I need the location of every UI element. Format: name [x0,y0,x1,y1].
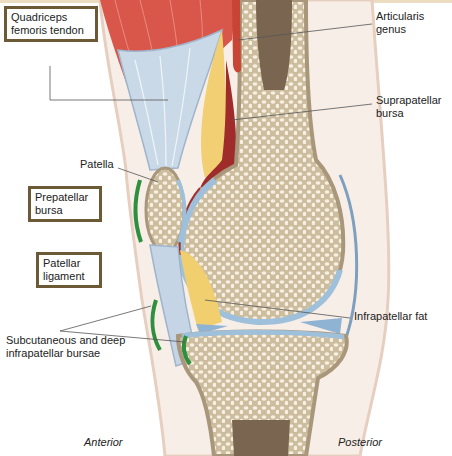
tibia-marrow [232,420,290,456]
patella-bone [146,168,184,252]
leader-line [205,300,350,318]
direction-label: Anterior [84,436,123,449]
leader-line [118,168,158,182]
leader-line [60,306,151,331]
tibia [178,332,347,456]
tibial-cartilage [182,332,344,337]
part-label: Subcutaneous and deep infrapatellar burs… [6,334,134,360]
leader-line [50,66,168,100]
leader-line [238,24,372,40]
label-box: Patellar ligament [36,252,102,288]
part-label: Suprapatellar bursa [376,94,448,120]
label-box: Quadriceps femoris tendon [4,6,98,42]
soft-tissue [100,0,389,456]
leader-line [232,104,372,120]
box-text: Quadriceps femoris tendon [11,11,91,37]
leader-lines [50,24,372,342]
part-label: Infrapatellar fat [354,310,427,323]
prepatellar-bursa-shape [136,180,141,242]
box-text: Patellar ligament [43,257,95,283]
direction-label: Posterior [338,436,382,449]
box-text: Prepatellar bursa [35,191,95,217]
femur-marrow [256,0,292,90]
patellar-cartilage [178,180,185,242]
subcutaneous-bursa-shape [153,300,160,350]
part-label: Patella [80,158,114,171]
label-box: Prepatellar bursa [28,186,102,222]
deep-bursa-shape [184,336,190,364]
articularis-genus-muscle [232,0,241,72]
part-label: Articularis genus [376,10,448,36]
tendon-fibres [135,48,190,166]
